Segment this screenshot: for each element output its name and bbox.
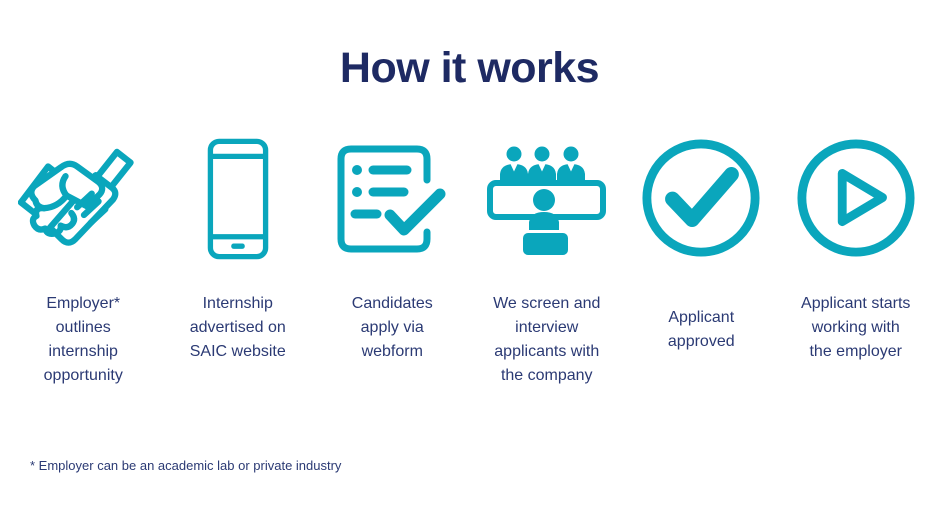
- checklist-icon: [336, 131, 448, 266]
- steps-row: Employer* outlines internship opportunit…: [0, 131, 939, 388]
- interview-panel-icon: [486, 131, 607, 266]
- step-caption: We screen and interview applicants with …: [493, 295, 601, 384]
- play-circle-icon: [795, 131, 917, 266]
- handshake-icon: [18, 131, 148, 266]
- checkmark-circle-icon: [640, 131, 762, 266]
- footnote: * Employer can be an academic lab or pri…: [30, 458, 342, 473]
- step-caption: Employer* outlines internship opportunit…: [43, 295, 123, 384]
- step-candidates-apply: Candidates apply via webform: [315, 131, 470, 388]
- step-caption: Applicant approved: [667, 309, 735, 350]
- step-caption: Applicant starts working with the employ…: [801, 295, 911, 360]
- step-applicant-approved: Applicant approved: [624, 131, 779, 388]
- step-caption: Candidates apply via webform: [351, 295, 433, 360]
- step-caption: Internship advertised on SAIC website: [189, 295, 286, 360]
- page-title: How it works: [339, 44, 600, 92]
- step-screen-interview: We screen and interview applicants with …: [470, 131, 625, 388]
- step-employer-outlines: Employer* outlines internship opportunit…: [6, 131, 161, 388]
- step-applicant-starts: Applicant starts working with the employ…: [779, 131, 934, 388]
- step-internship-advertised: Internship advertised on SAIC website: [161, 131, 316, 388]
- smartphone-icon: [207, 131, 269, 266]
